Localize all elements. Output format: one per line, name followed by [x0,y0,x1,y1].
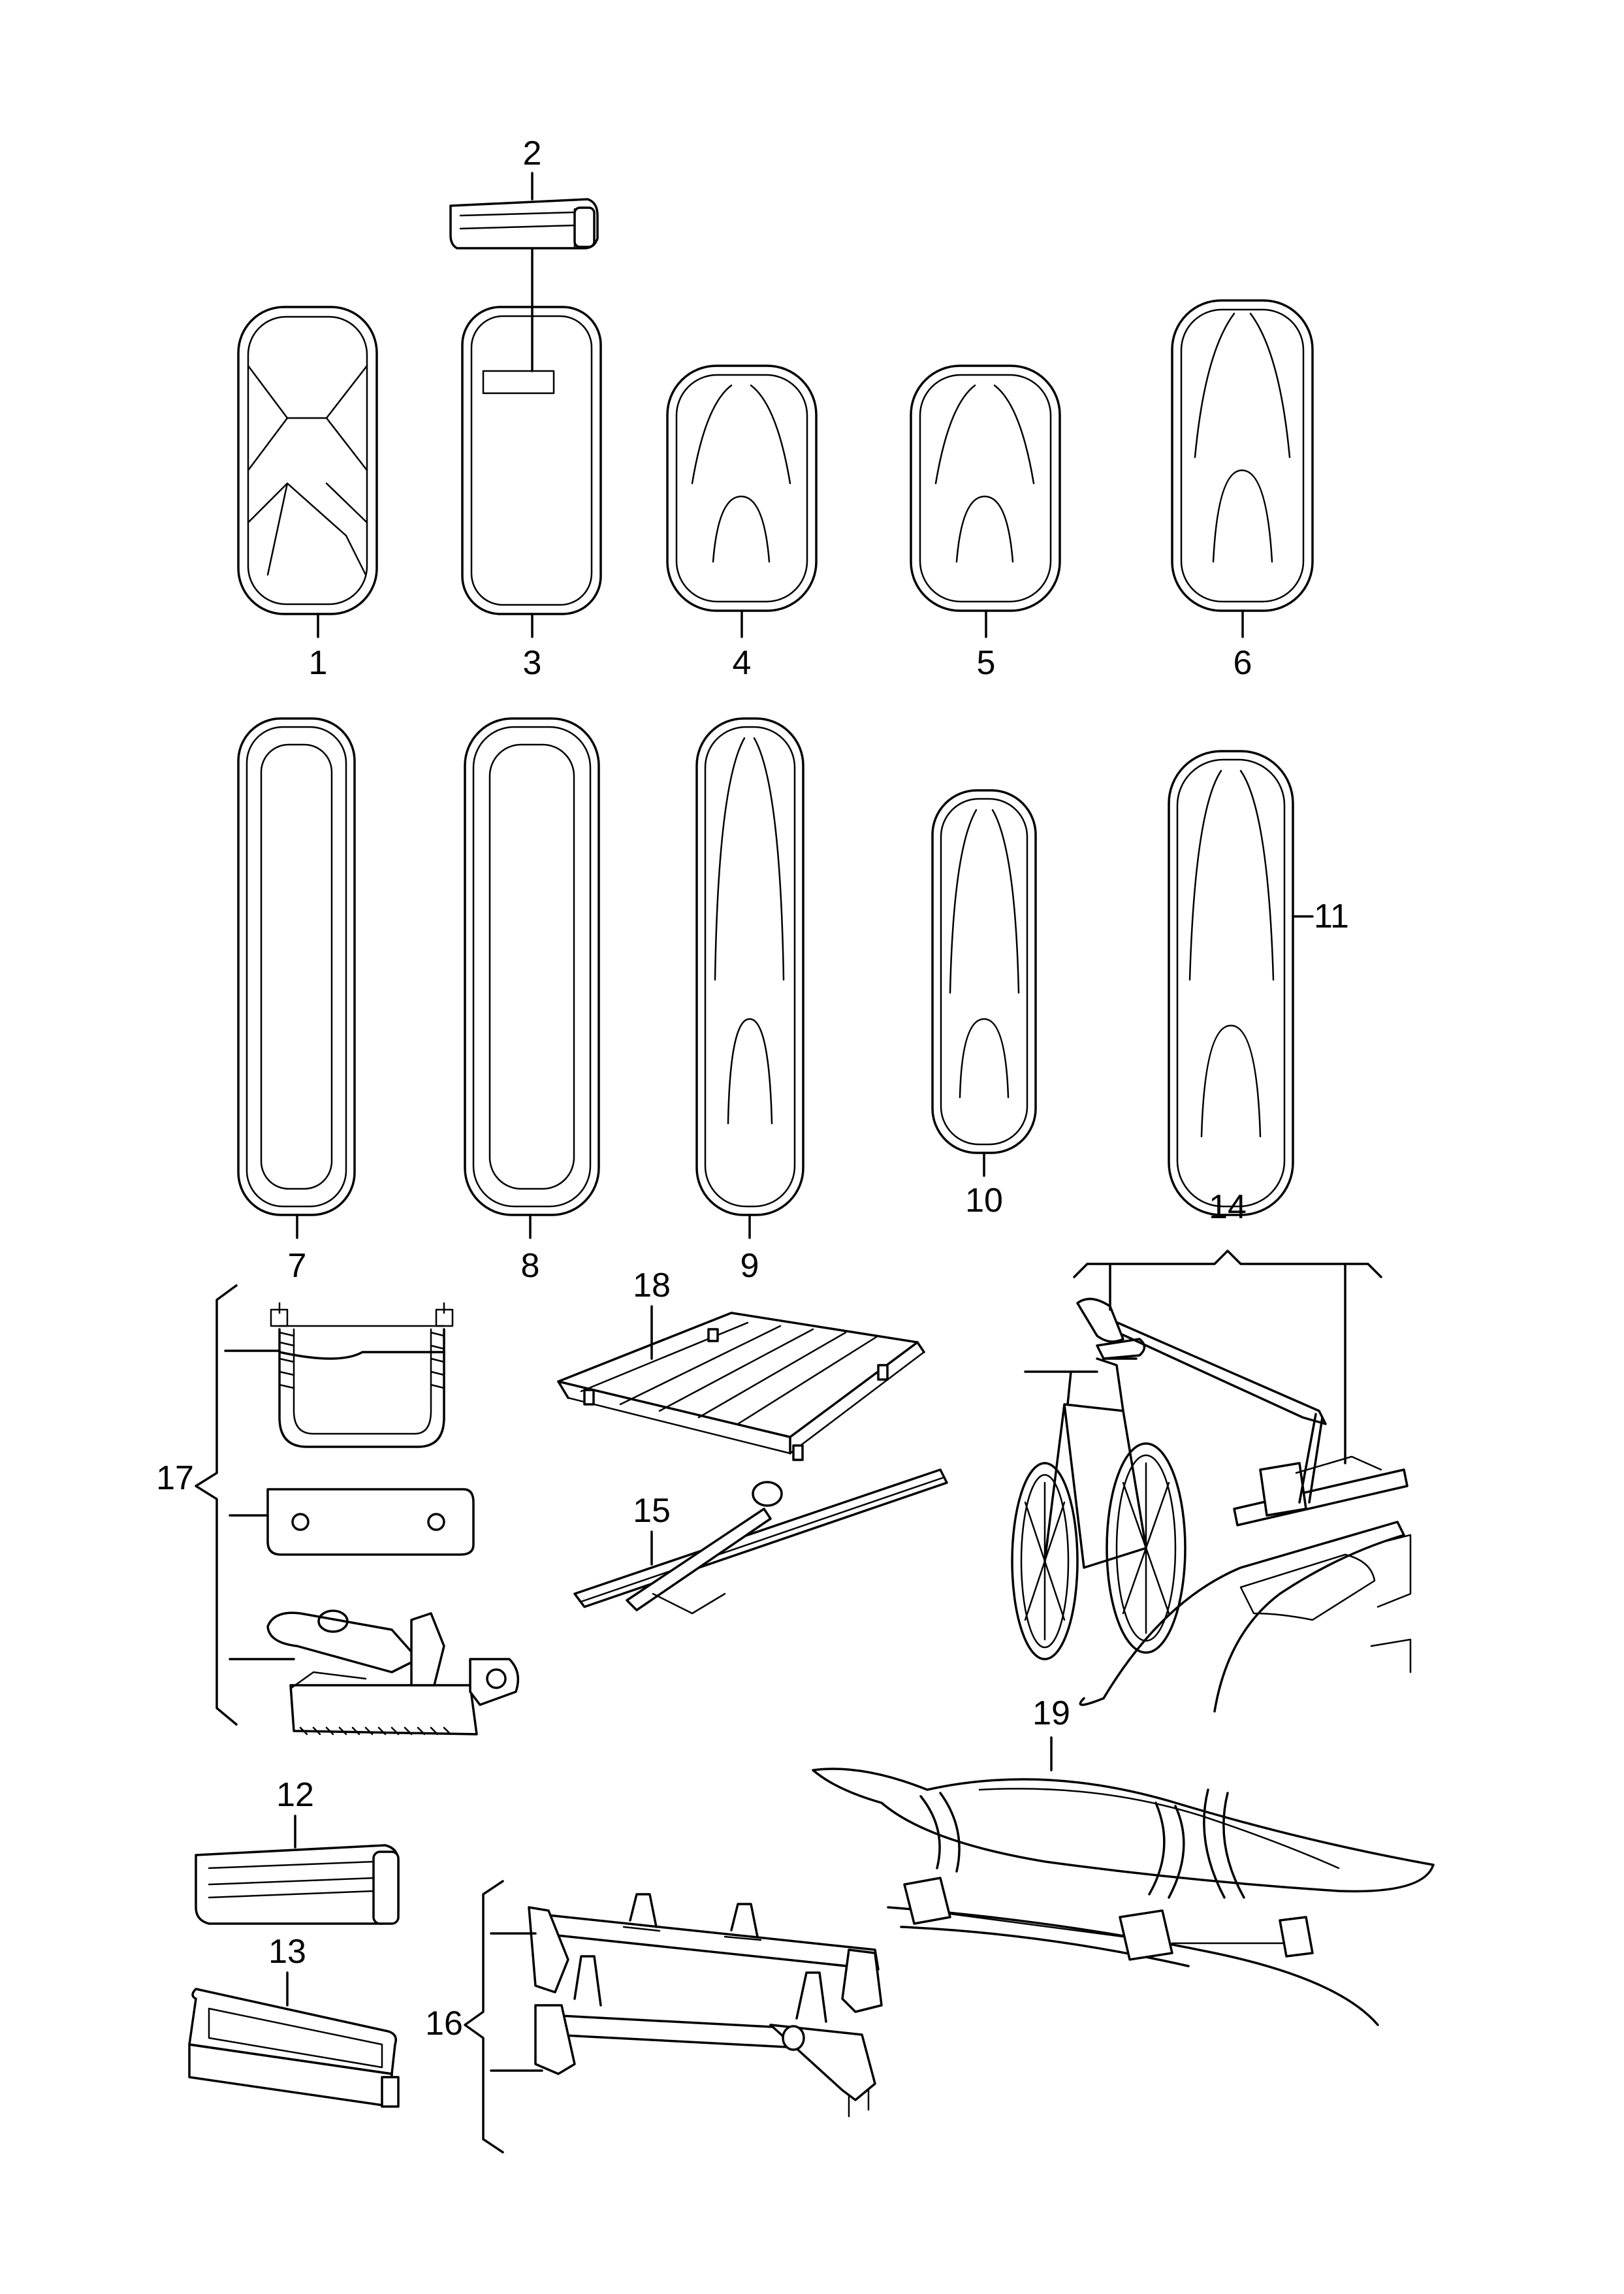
part-18-luggage-rack [557,1312,925,1461]
part-9-roof-box [695,717,804,1216]
callout-15: 15 [633,1492,671,1530]
callout-6: 6 [1234,644,1252,682]
callout-19: 19 [1032,1694,1070,1732]
callout-17-bracket [195,1284,238,1726]
callout-18: 18 [633,1267,671,1304]
part-14-bicycle-carrier [1011,1297,1412,1713]
callout-14-bracket [1073,1250,1382,1278]
callout-9: 9 [740,1247,759,1285]
callout-10: 10 [965,1182,1003,1220]
callout-13: 13 [268,1933,306,1971]
part-16-base-carrier [528,1893,883,2118]
callout-16-bracket [464,1880,504,2154]
part-8-roof-box [464,717,600,1216]
callout-11: 11 [1314,897,1349,935]
part-13-frame-piece [188,1988,400,2108]
callout-7: 7 [288,1247,307,1285]
part-10-roof-box [931,789,1037,1154]
part-2-label-piece [449,198,599,250]
part-11-roof-box [1168,750,1294,1216]
part-19-kayak-carrier [812,1768,1435,2026]
callout-5: 5 [977,644,996,682]
part-6-roof-box [1171,299,1314,612]
callout-12: 12 [276,1776,314,1814]
part-1-roof-box [237,306,378,615]
callout-2: 2 [523,135,542,172]
callout-1: 1 [309,644,328,682]
part-17-mounting-kit [266,1302,520,1736]
part-5-roof-box [910,364,1061,612]
callout-4: 4 [733,644,752,682]
part-12-label-piece [195,1844,400,1925]
callout-3: 3 [523,644,542,682]
callout-8: 8 [521,1247,540,1285]
callout-16: 16 [425,2005,463,2043]
callout-17: 17 [156,1459,194,1497]
part-15-carrier-bar [573,1468,948,1615]
part-4-roof-box [666,364,818,612]
part-7-roof-box [237,717,356,1216]
callout-14: 14 [1209,1188,1247,1226]
